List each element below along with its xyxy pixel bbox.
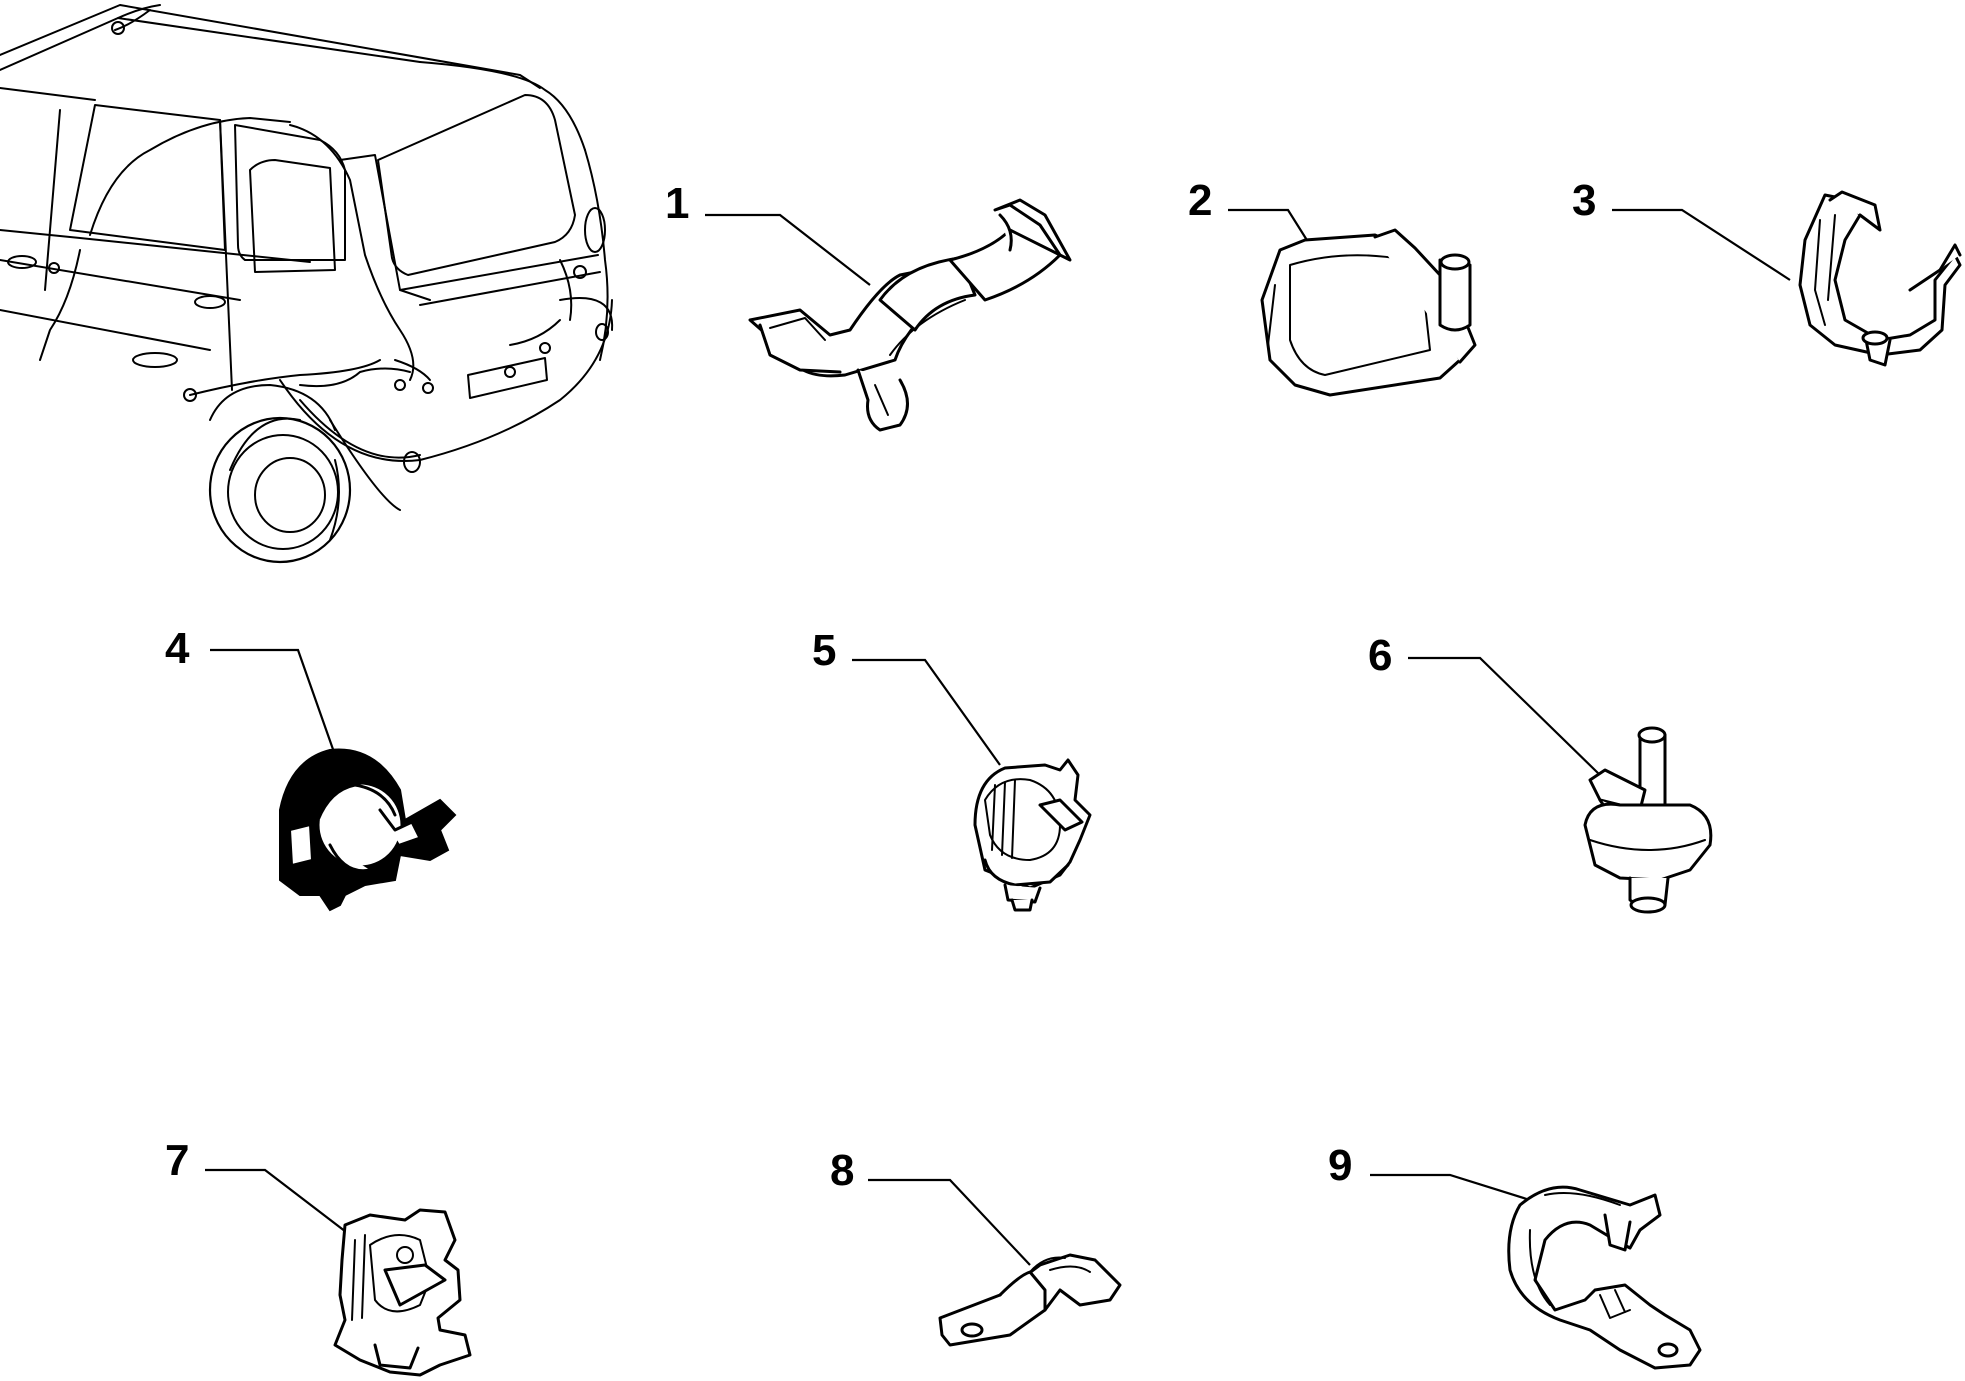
- callout-6-label: 6: [1368, 631, 1392, 680]
- cable-holder-double-saddle-icon: [748, 198, 1072, 432]
- callout-1-leader: [705, 213, 871, 286]
- callout-6-leader: [1408, 656, 1601, 776]
- callout-3-leader: [1612, 208, 1791, 281]
- cable-guide-cover-icon: [1260, 228, 1477, 397]
- flat-strap-clip-icon: [938, 1253, 1122, 1347]
- car-rear-wiring-overview-icon: [0, 4, 614, 564]
- callout-3: 3: [1572, 176, 1791, 281]
- callout-7: 7: [165, 1136, 351, 1236]
- callout-3-label: 3: [1572, 176, 1596, 225]
- callout-9-leader: [1370, 1173, 1531, 1202]
- callout-2-leader: [1228, 208, 1311, 246]
- callout-5: 5: [812, 626, 1001, 766]
- push-in-cable-clip-icon: [333, 1208, 472, 1377]
- p-clamp-icon: [1507, 1185, 1702, 1370]
- callout-9-label: 9: [1328, 1141, 1352, 1190]
- callout-5-label: 5: [812, 626, 836, 675]
- callout-4: 4: [165, 624, 337, 756]
- callout-8: 8: [830, 1146, 1031, 1266]
- callout-2: 2: [1188, 176, 1311, 246]
- callout-8-label: 8: [830, 1146, 854, 1195]
- callout-5-leader: [852, 658, 1001, 766]
- callout-9: 9: [1328, 1141, 1531, 1202]
- callout-7-leader: [205, 1168, 351, 1236]
- cable-bracket-clip-icon: [1798, 190, 1962, 367]
- callout-6: 6: [1368, 631, 1601, 776]
- callout-7-label: 7: [165, 1136, 189, 1185]
- round-cable-clip-icon: [279, 748, 457, 912]
- callout-4-leader: [210, 648, 337, 756]
- callout-1-label: 1: [665, 179, 689, 228]
- round-cable-clip-small-icon: [973, 758, 1092, 912]
- callout-8-leader: [868, 1178, 1031, 1266]
- callout-4-label: 4: [165, 624, 190, 673]
- stud-retainer-icon: [1583, 726, 1713, 914]
- callout-1: 1: [665, 179, 871, 286]
- callout-2-label: 2: [1188, 176, 1212, 225]
